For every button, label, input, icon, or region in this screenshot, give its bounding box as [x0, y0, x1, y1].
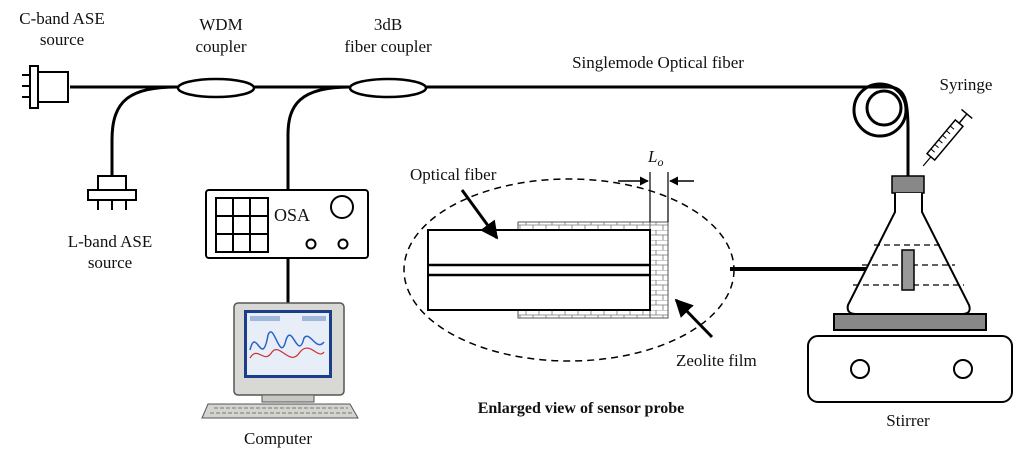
computer: [201, 302, 359, 419]
3db-coupler: [348, 77, 428, 99]
stirrer: [807, 313, 1013, 403]
lband-label-line1: L-band ASE: [68, 232, 153, 251]
osa-screen-grid: [215, 197, 269, 253]
cband-label-line1: C-band ASE: [19, 9, 104, 28]
zeolite-arrow: [674, 298, 714, 339]
singlemode-label: Singlemode Optical fiber: [572, 53, 744, 72]
lo-dimension: [618, 172, 694, 222]
syringe: [922, 108, 973, 167]
osa-port-right: [337, 238, 349, 250]
fiber-network: [70, 82, 910, 308]
enlarged-view-label: Enlarged view of sensor probe: [478, 400, 685, 417]
lband-label-line2: source: [88, 253, 132, 272]
flask-stopper: [891, 175, 925, 194]
computer-label: Computer: [244, 429, 312, 448]
stirrer-label: Stirrer: [886, 411, 930, 430]
lband-fiber: [110, 85, 179, 178]
cband-source: [22, 65, 69, 109]
wdm-label-line1: WDM: [199, 15, 242, 34]
optical-fiber-label: Optical fiber: [410, 165, 497, 184]
lband-source: [87, 175, 137, 210]
optical-fiber-arrow: [460, 189, 499, 240]
osa-port-left: [305, 238, 317, 250]
wdm-label-line2: coupler: [196, 37, 247, 56]
lo-label: Lo: [647, 147, 663, 169]
zeolite-label: Zeolite film: [676, 351, 757, 370]
coupler-label-line2: fiber coupler: [344, 37, 432, 56]
osa-fiber: [286, 85, 351, 190]
probe-optical-fiber: [427, 229, 651, 311]
coupler-label-line1: 3dB: [374, 15, 402, 34]
sensor-probe: [901, 249, 915, 291]
cband-label-line2: source: [40, 30, 84, 49]
syringe-label: Syringe: [940, 75, 993, 94]
osa-knob: [330, 195, 354, 219]
flask: [846, 175, 971, 315]
fiber-coil: [852, 82, 908, 138]
stirrer-knob-right: [953, 359, 973, 379]
osa-device: [205, 189, 369, 259]
probe-fiber: [887, 85, 910, 178]
osa-label: OSA: [274, 205, 310, 225]
wdm-coupler: [176, 77, 256, 99]
stirrer-knob-left: [850, 359, 870, 379]
